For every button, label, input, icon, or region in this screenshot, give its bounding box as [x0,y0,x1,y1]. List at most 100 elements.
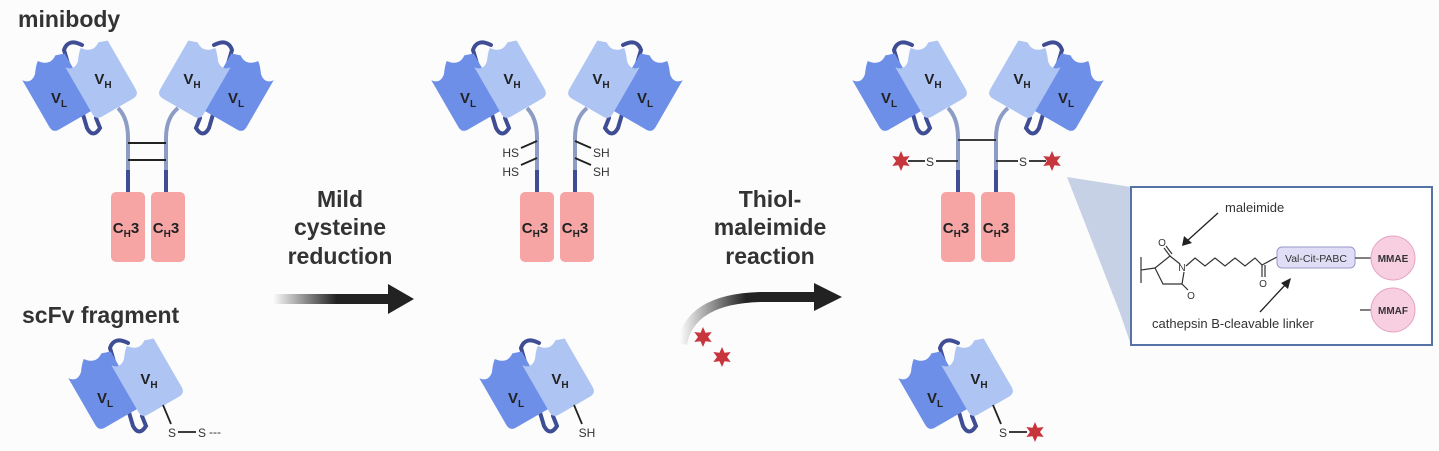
vh-domain [522,338,594,416]
scfv-title: scFv fragment [22,302,180,328]
thiol-label: SH [593,146,610,160]
thiol-label: SH [579,426,596,440]
ch3-label: CH3 [522,220,548,240]
thiol-label: HS [502,146,519,160]
drug-star-icon [1026,422,1044,442]
reduction-step: Mild cysteine reduction [273,186,414,314]
scfv-arm [898,338,1013,434]
drug-star-icon [892,151,910,171]
thiol-label: HS [502,165,519,179]
thioether-bonds [908,139,1046,162]
vh-domain [989,40,1061,118]
arrow-right-icon [273,284,414,314]
vl-label: VL [51,90,67,110]
vh-label: VH [551,371,568,391]
vh-label: VH [503,71,520,91]
vh-domain [159,40,231,118]
drug-payload-stars [694,327,731,367]
vh-domain [474,40,546,118]
sulfur-label: S [168,426,176,440]
right-arm [568,40,683,136]
step-text-line: cysteine [294,214,386,240]
cleavable-linker-label: cathepsin B-cleavable linker [1152,316,1315,331]
ch3-domain [111,192,145,262]
left-arm [852,40,967,136]
vl-label: VL [97,390,113,410]
left-arm [22,40,137,136]
vl-domain [431,53,503,131]
vh-label: VH [140,371,157,391]
right-arm [989,40,1104,136]
vh-domain [895,40,967,118]
zoom-wedge [1067,177,1131,345]
vl-label: VL [1058,90,1074,110]
linker-arrow-icon [1259,278,1291,313]
linker-inset: maleimide O N O O Val-Cit-P [1067,177,1433,346]
right-arm [159,40,274,136]
vl-domain [479,351,551,429]
vh-domain [568,40,640,118]
vl-label: VL [228,90,244,110]
vl-domain [202,53,274,131]
vl-label: VL [927,390,943,410]
vl-domain [68,351,140,429]
vl-domain [22,53,94,131]
vh-label: VH [592,71,609,91]
carbonyl-o: O [1259,279,1267,290]
linker-loop [61,40,103,136]
ch3-domain [520,192,554,262]
vl-domain [1032,53,1104,131]
nitrogen-n: N [1178,263,1185,274]
vh-label: VH [183,71,200,91]
disulfide-bonds [128,142,166,161]
linker-loop [1023,40,1065,136]
mmae-label: MMAE [1378,254,1409,265]
linker-loop [518,338,560,434]
vh-label: VH [1013,71,1030,91]
mmaf-circle [1370,287,1416,333]
vl-domain [898,351,970,429]
sulfur-label: S [1019,155,1027,169]
maleimide-label: maleimide [1225,200,1284,215]
sulfur-label: S [198,426,206,440]
scfv-reduced: VH VL SH [479,338,596,440]
vl-label: VL [637,90,653,110]
drug-star-icon [1043,151,1061,171]
ch3-label: CH3 [113,220,139,240]
mmaf-label: MMAF [1378,306,1408,317]
vl-label: VL [508,390,524,410]
vh-domain [65,40,137,118]
step-text-line: reduction [288,243,393,269]
vh-label: VH [924,71,941,91]
vl-domain [611,53,683,131]
linker-loop [602,40,644,136]
sulfur-label: S [999,426,1007,440]
carbonyl-o: O [1158,238,1166,249]
linker-loop [193,40,235,136]
maleimide-arrow-icon [1182,212,1219,246]
vh-domain [941,338,1013,416]
left-arm [431,40,546,136]
conjugation-step: Thiol- maleimide reaction [677,186,842,367]
ch3-label: CH3 [943,220,969,240]
scfv-arm [479,338,594,434]
linker-loop [470,40,512,136]
thiol-label: SH [593,165,610,179]
ch3-domain [941,192,975,262]
vl-label: VL [460,90,476,110]
dashed-bond: --- [209,425,221,439]
drug-star-icon [713,347,731,367]
minibody-title: minibody [18,6,120,32]
free-thiol-bonds [520,140,592,166]
mmae-circle [1370,235,1416,281]
vl-label: VL [881,90,897,110]
vh-domain [111,338,183,416]
ch3-domain [151,192,185,262]
